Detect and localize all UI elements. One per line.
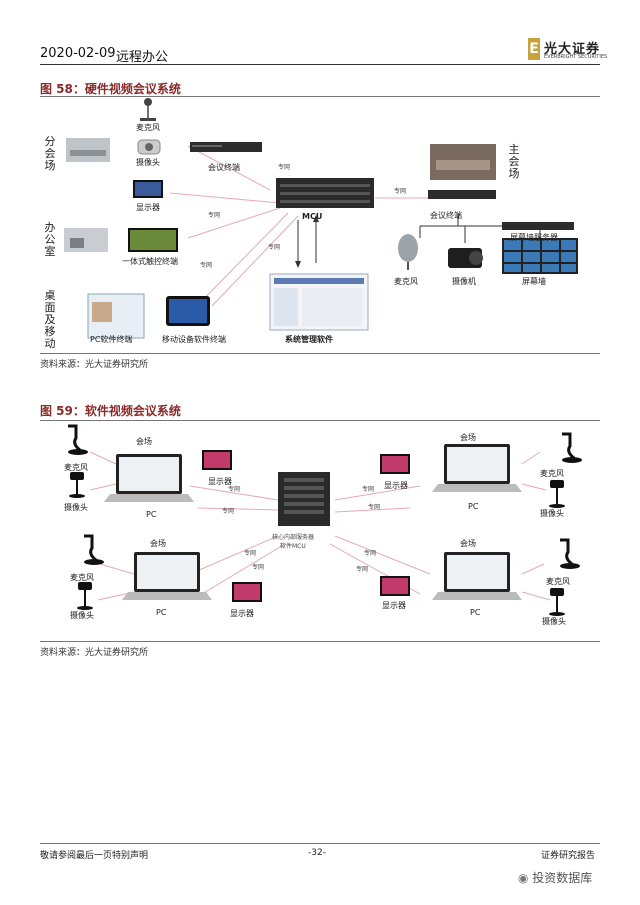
microphone-label: 麦克风 <box>136 123 160 132</box>
footer-rule <box>40 843 600 844</box>
main-microphone-label: 麦克风 <box>394 277 418 286</box>
conf-terminal-left-label: 会议终端 <box>208 163 240 172</box>
microphone-icon <box>144 98 152 106</box>
mic-stand-icon <box>560 538 573 566</box>
pc-label-br: PC <box>470 608 481 617</box>
everbright-logo: E 光大证券 EVERBRIGHT SECURITIES <box>528 38 607 62</box>
mgmt-software-label: 系统管理软件 <box>285 335 333 344</box>
figure-58-top-rule <box>40 96 600 97</box>
software-diagram: 会场 麦克风 摄像头 PC 显示器 会场 麦克风 摄像头 PC 显示器 会场 麦… <box>40 424 600 638</box>
figure-58-source: 资料来源：光大证券研究所 <box>40 360 149 370</box>
camera-label-br: 摄像头 <box>542 617 566 626</box>
figure-59-title: 图 59：软件视频会议系统 <box>40 404 181 418</box>
wechat-icon: ◉ <box>518 871 533 885</box>
mobile-software-label: 移动设备软件终端 <box>162 335 226 344</box>
main-microphone-icon <box>398 234 418 262</box>
camera-stand-icon <box>70 472 84 480</box>
camera-label-bl: 摄像头 <box>70 611 94 620</box>
figure-58-title: 图 58：硬件视频会议系统 <box>40 82 181 96</box>
group-office: 办公室 <box>44 221 56 258</box>
pc-label-bl: PC <box>156 608 167 617</box>
display-label: 显示器 <box>136 203 160 212</box>
pc-software-label: PC软件终端 <box>90 335 133 344</box>
mic-stand-icon <box>84 534 97 562</box>
screen-wall-label: 屏幕墙 <box>522 277 546 286</box>
footer-report-type: 证券研究报告 <box>541 851 596 861</box>
figure-59-bottom-rule <box>40 641 600 642</box>
hardware-diagram-svg <box>64 98 578 339</box>
screen-server-device <box>502 222 574 230</box>
group-branch: 分会场 <box>44 135 56 172</box>
conf-terminal-right-label: 会议终端 <box>430 211 462 220</box>
pc-label-tl: PC <box>146 510 157 519</box>
display-label-bl: 显示器 <box>230 609 254 618</box>
group-desktop-mobile: 桌面及移动 <box>44 289 56 350</box>
figure-59-top-rule <box>40 420 600 421</box>
camera-stand-icon <box>78 582 92 590</box>
net-label-tr2: 专网 <box>368 504 381 511</box>
display-label-br: 显示器 <box>382 601 406 610</box>
logo-english: EVERBRIGHT SECURITIES <box>544 54 608 60</box>
camera-label-tl: 摄像头 <box>64 503 88 512</box>
net-label-5: 专网 <box>394 188 407 195</box>
display-label-tl: 显示器 <box>208 477 232 486</box>
logo-name: 光大证券 <box>544 42 601 57</box>
camera-stand-icon <box>550 588 564 596</box>
venue-label-tl: 会场 <box>136 437 152 446</box>
mcu-label: MCU <box>302 212 323 221</box>
group-main: 主会场 <box>508 143 520 180</box>
pc-label-tr: PC <box>468 502 479 511</box>
camcorder-label: 摄像机 <box>452 277 476 286</box>
software-diagram-svg <box>68 424 582 616</box>
net-label-br: 专网 <box>364 550 377 557</box>
venue-label-br: 会场 <box>460 539 476 548</box>
camera-label-tr: 摄像头 <box>540 509 564 518</box>
camera-label: 摄像头 <box>136 158 160 167</box>
net-label-4: 专网 <box>268 244 281 251</box>
net-label-3: 专网 <box>200 262 213 269</box>
main-conf-terminal <box>428 190 496 199</box>
figure-59-source: 资料来源：光大证券研究所 <box>40 648 149 658</box>
net-label-bl: 专网 <box>244 550 257 557</box>
mic-label-bl: 麦克风 <box>70 573 94 582</box>
camera-stand-icon <box>550 480 564 488</box>
server-mcu-label: 软件MCU <box>280 543 306 550</box>
page-number: -32- <box>308 848 326 858</box>
conf-terminal-device <box>190 142 262 152</box>
venue-label-tr: 会场 <box>460 433 476 442</box>
screen-server-label: 屏幕墙服务器 <box>510 233 558 242</box>
net-label-tl2: 专网 <box>222 508 235 515</box>
display-label-tr: 显示器 <box>384 481 408 490</box>
report-date: 2020-02-09 <box>40 46 116 61</box>
mic-label-br: 麦克风 <box>546 577 570 586</box>
net-label-bl2: 专网 <box>252 564 265 571</box>
header-rule <box>40 64 600 65</box>
net-label-tr: 专网 <box>362 486 375 493</box>
mic-stand-icon <box>68 424 81 452</box>
report-topic: 远程办公 <box>116 50 169 65</box>
venue-label-bl: 会场 <box>150 539 166 548</box>
net-label-br2: 专网 <box>356 566 369 573</box>
touch-terminal-label: 一体式触控终端 <box>122 257 178 266</box>
server-label: 核心内部服务器 <box>272 534 315 541</box>
watermark: ◉ 投资数据库 <box>518 869 592 886</box>
logo-mark-icon: E <box>528 38 540 60</box>
footer-disclaimer: 敬请参阅最后一页特别声明 <box>40 851 149 861</box>
hardware-diagram: 麦克风 摄像头 显示器 会议终端 MCU 一体式触控终端 PC软件终端 移动设备… <box>40 98 600 350</box>
mic-label-tl: 麦克风 <box>64 463 88 472</box>
figure-58-bottom-rule <box>40 353 600 354</box>
net-label-1: 专网 <box>278 164 291 171</box>
watermark-text: 投资数据库 <box>532 871 593 885</box>
mic-label-tr: 麦克风 <box>540 469 564 478</box>
net-label-2: 专网 <box>208 212 221 219</box>
net-label-tl: 专网 <box>228 486 241 493</box>
mic-stand-icon <box>562 432 575 460</box>
